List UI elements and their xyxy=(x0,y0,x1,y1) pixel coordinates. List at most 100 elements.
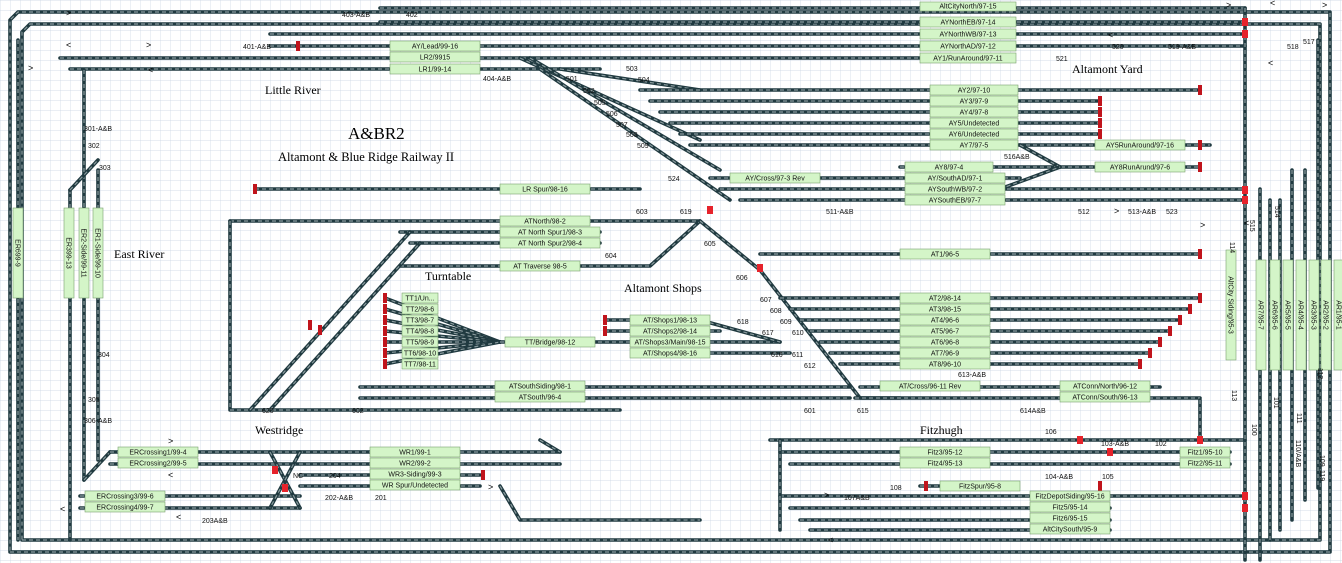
track-block[interactable]: FitzSpur/95-8 xyxy=(939,480,1021,492)
track-block[interactable]: AR3/95-3 xyxy=(1308,259,1320,371)
turnout[interactable] xyxy=(1077,436,1083,444)
track-block[interactable]: TT6/98-10 xyxy=(401,347,439,359)
track-block[interactable]: AR4/95-4 xyxy=(1295,259,1307,371)
track-block[interactable]: ERCrossing4/99-7 xyxy=(84,501,166,513)
turnout[interactable] xyxy=(757,264,763,272)
track-block[interactable]: AY2/97-10 xyxy=(929,84,1019,96)
turnout[interactable] xyxy=(282,484,288,492)
track-block[interactable]: AT/Shops1/98-13 xyxy=(629,314,711,326)
track-block[interactable]: AT8/96-10 xyxy=(899,358,991,370)
track-block[interactable]: AT/Shops2/98-14 xyxy=(629,325,711,337)
track-block[interactable]: ER399-13 xyxy=(63,207,75,299)
track-block[interactable]: ERCrossing3/99-6 xyxy=(84,490,166,502)
track-block[interactable]: LR2/9915 xyxy=(389,51,481,63)
track-block[interactable]: Fitz4/95-13 xyxy=(899,457,991,469)
track-block[interactable]: Fitz1/95-10 xyxy=(1179,446,1231,458)
track-block[interactable]: Fitz5/95-14 xyxy=(1029,501,1111,513)
track-block[interactable]: AYNorthAD/97-12 xyxy=(919,40,1017,52)
track-block[interactable]: LR1/99-14 xyxy=(389,63,481,75)
track-block[interactable]: ER1-Side/99-10 xyxy=(92,207,104,299)
turnout[interactable] xyxy=(272,466,278,474)
track-block[interactable]: AT/Shops3/Main/98-15 xyxy=(629,336,711,348)
track-block[interactable]: ATSouth/96-4 xyxy=(494,391,586,403)
track-block[interactable]: AY7/97-5 xyxy=(929,139,1019,151)
track-block[interactable]: ER699-9 xyxy=(12,207,24,299)
turnout[interactable] xyxy=(1197,436,1203,444)
track-block[interactable]: AYNorthWB/97-13 xyxy=(919,28,1017,40)
turnout[interactable] xyxy=(1242,504,1248,512)
track-block[interactable]: AltCity Siding/95-3 xyxy=(1225,249,1237,361)
track-block[interactable]: AY5/Undetected xyxy=(929,117,1019,129)
track-block[interactable]: AT1/96-5 xyxy=(899,248,991,260)
track-block[interactable]: AY/Cross/97-3 Rev xyxy=(729,172,821,184)
track-block[interactable]: ATSouthSiding/98-1 xyxy=(494,380,586,392)
track-block[interactable]: AltCitySouth/95-9 xyxy=(1029,523,1111,535)
track-block[interactable]: AY1/RunAround/97-11 xyxy=(919,52,1017,64)
track-block[interactable]: AY/SouthAD/97-1 xyxy=(904,172,1006,184)
turnout[interactable] xyxy=(1242,186,1248,194)
track-block[interactable]: AY/Lead/99-16 xyxy=(389,40,481,52)
track-block[interactable]: AYNorthEB/97-14 xyxy=(919,16,1017,28)
turnout[interactable] xyxy=(707,206,713,214)
track-block[interactable]: ER2-Side/99-11 xyxy=(78,207,90,299)
track-block[interactable]: AY5RunAround/97-16 xyxy=(1094,139,1186,151)
track-block[interactable]: AT2/98-14 xyxy=(899,292,991,304)
track-block[interactable]: FitzDepotSiding/95-16 xyxy=(1029,490,1111,502)
track-block[interactable]: AT North Spur2/98-4 xyxy=(499,237,601,249)
track-block[interactable]: TT7/98-11 xyxy=(401,358,439,370)
track-block[interactable]: ATConn/North/96-12 xyxy=(1059,380,1151,392)
track-block[interactable]: TT5/98-9 xyxy=(401,336,439,348)
track-block[interactable]: AR6/95-6 xyxy=(1269,259,1281,371)
track-block[interactable]: TT4/98-8 xyxy=(401,325,439,337)
track-block[interactable]: AT7/96-9 xyxy=(899,347,991,359)
turnout[interactable] xyxy=(1242,196,1248,204)
track-bumper xyxy=(383,337,387,347)
track-block-box xyxy=(919,52,1017,64)
track-block-box xyxy=(494,380,586,392)
track-block[interactable]: WR1/99-1 xyxy=(369,446,461,458)
track-block[interactable]: AT4/96-6 xyxy=(899,314,991,326)
track-block[interactable]: AY8RunArund/97-6 xyxy=(1094,161,1186,173)
track-block[interactable]: AY6/Undetected xyxy=(929,128,1019,140)
turnout[interactable] xyxy=(1242,18,1248,26)
track-block[interactable]: ATConn/South/96-13 xyxy=(1059,391,1151,403)
track-block[interactable]: AR7/95-7 xyxy=(1255,259,1267,371)
track-block[interactable]: AR1/95-1 xyxy=(1333,259,1342,371)
track-block[interactable]: TT3/98-7 xyxy=(401,314,439,326)
track-block[interactable]: WR Spur/Undetected xyxy=(369,479,461,491)
track-block[interactable]: AYSouthEB/97-7 xyxy=(904,194,1006,206)
track-block-box xyxy=(904,183,1006,195)
track-block[interactable]: AY8/97-4 xyxy=(904,161,994,173)
track-block[interactable]: AT North Spur1/98-3 xyxy=(499,226,601,238)
track-block[interactable]: Fitz6/95-15 xyxy=(1029,512,1111,524)
track-block[interactable]: AY3/97-9 xyxy=(929,95,1019,107)
track-block[interactable]: ERCrossing1/99-4 xyxy=(117,446,199,458)
track-block[interactable]: ERCrossing2/99-5 xyxy=(117,457,199,469)
track-block[interactable]: TT/Bridge/98-12 xyxy=(504,336,596,348)
track-block[interactable]: AT5/96-7 xyxy=(899,325,991,337)
track-block[interactable]: AT3/98-15 xyxy=(899,303,991,315)
track-block[interactable]: ATNorth/98-2 xyxy=(499,215,591,227)
track-block[interactable]: LR Spur/98-16 xyxy=(499,183,591,195)
track-block[interactable]: Fitz2/95-11 xyxy=(1179,457,1231,469)
track-block[interactable]: AY4/97-8 xyxy=(929,106,1019,118)
track-block[interactable]: AT/Cross/96-11 Rev xyxy=(879,380,981,392)
track-block[interactable]: AR2/95-2 xyxy=(1320,259,1332,371)
track-block[interactable]: WR3-Siding/99-3 xyxy=(369,468,461,480)
track-block[interactable]: AltCityNorth/97-15 xyxy=(919,1,1017,12)
turnout[interactable] xyxy=(1242,492,1248,500)
track-block[interactable]: TT2/98-6 xyxy=(401,303,439,315)
track-block[interactable]: TT1/Un... xyxy=(401,292,439,304)
turnout[interactable] xyxy=(1107,448,1113,456)
track-block-box xyxy=(1059,380,1151,392)
track-block[interactable]: AR5/95-5 xyxy=(1282,259,1294,371)
turnout[interactable] xyxy=(1242,30,1248,38)
track-block[interactable]: AT6/96-8 xyxy=(899,336,991,348)
track-segment-tie xyxy=(384,341,501,365)
track-block[interactable]: AYSouthWB/97-2 xyxy=(904,183,1006,195)
track-block[interactable]: Fitz3/95-12 xyxy=(899,446,991,458)
track-block[interactable]: AT Traverse 98-5 xyxy=(499,260,581,272)
track-block-label: Fitz4/95-13 xyxy=(927,461,962,468)
track-block[interactable]: AT/Shops4/98-16 xyxy=(629,347,711,359)
track-block[interactable]: WR2/99-2 xyxy=(369,457,461,469)
